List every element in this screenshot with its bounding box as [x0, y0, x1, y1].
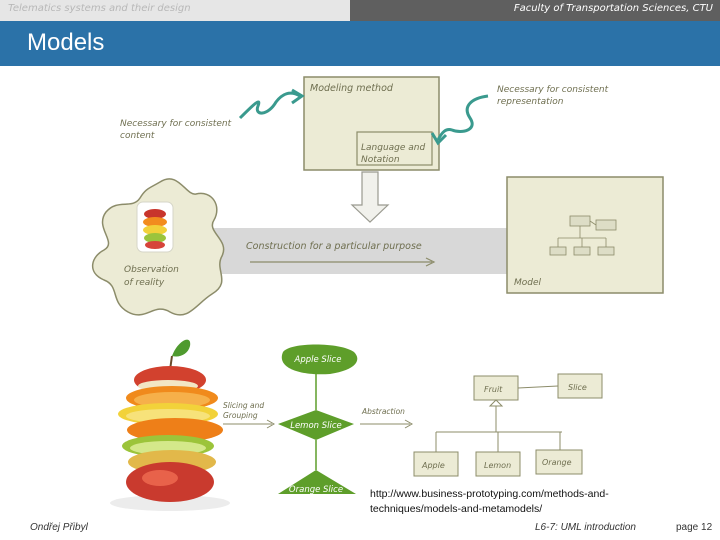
uml-inheritance-triangle — [488, 399, 504, 407]
fruit-shadow — [110, 495, 230, 511]
orange-slice-label: Orange Slice — [289, 485, 343, 495]
necessary-content-label-2: content — [120, 131, 155, 141]
construction-band — [185, 228, 515, 274]
slicing-arrowhead — [266, 419, 276, 429]
mini-slice-2 — [143, 217, 167, 227]
construction-arrowhead — [425, 257, 436, 267]
necessary-representation-label-1: Necessary for consistent — [497, 85, 609, 95]
mini-node-right — [595, 219, 617, 231]
abstraction-arrowhead — [404, 419, 414, 429]
header-right-band: Faculty of Transportation Sciences, CTU — [350, 0, 720, 21]
mini-tree-lines — [557, 220, 607, 247]
faculty-name: Faculty of Transportation Sciences, CTU — [513, 3, 713, 14]
uml-inheritance-lines — [435, 406, 562, 452]
mini-node-l1 — [549, 246, 567, 256]
mini-slice-3 — [143, 225, 167, 235]
mini-node-l2 — [573, 246, 591, 256]
leaf — [172, 339, 191, 357]
mini-slice-1 — [144, 209, 166, 219]
uml-fruit-box — [473, 375, 519, 401]
language-notation-label-2: Notation — [361, 155, 400, 165]
teal-arrowhead-right — [430, 132, 448, 146]
teal-arrowhead-left — [291, 88, 305, 105]
observation-label-2: of reality — [124, 278, 165, 288]
mini-node-top — [569, 215, 591, 227]
apple-bottom-highlight — [142, 470, 178, 486]
necessary-representation-label-2: representation — [497, 97, 564, 107]
uml-association — [517, 385, 559, 389]
uml-lemon-label: Lemon — [484, 461, 511, 470]
abstraction-label: Abstraction — [361, 407, 405, 416]
necessary-content-label-1: Necessary for consistent — [120, 119, 232, 129]
language-notation-box — [356, 131, 433, 166]
uml-slice-label: Slice — [568, 383, 587, 392]
orange-slice-shape — [278, 470, 356, 494]
mini-slice-5 — [145, 241, 165, 249]
title-bar: Models — [0, 21, 720, 66]
modeling-method-label: Modeling method — [310, 83, 394, 94]
slicing-label-2: Grouping — [223, 411, 258, 420]
language-notation-label-1: Language and — [361, 143, 425, 153]
source-link-line-2: techniques/models-and-metamodels/ — [370, 503, 543, 515]
footer-page-number: page 12 — [676, 522, 713, 533]
teal-arrow-left — [238, 91, 301, 120]
teal-arrow-right — [436, 94, 489, 141]
down-arrow — [350, 171, 390, 223]
apple-slice-label: Apple Slice — [294, 355, 342, 365]
construction-label: Construction for a particular purpose — [246, 241, 422, 252]
slide-title: Models — [27, 29, 105, 56]
footer-author: Ondřej Přibyl — [30, 522, 88, 533]
lemon-slice-label: Lemon Slice — [290, 421, 342, 431]
lemon-slice-shape — [278, 410, 354, 440]
mini-slice-4 — [144, 233, 166, 243]
header-left-band: Telematics systems and their design — [0, 0, 350, 21]
uml-apple-box — [413, 451, 459, 477]
slicing-label-1: Slicing and — [223, 401, 264, 410]
model-box — [506, 176, 664, 294]
model-label: Model — [514, 278, 542, 288]
mini-node-l3 — [597, 246, 615, 256]
footer-lecture: L6-7: UML introduction — [535, 522, 636, 533]
uml-lemon-box — [475, 451, 521, 477]
source-link-line-1: http://www.business-prototyping.com/meth… — [370, 488, 609, 500]
course-title: Telematics systems and their design — [8, 3, 191, 14]
source-link[interactable]: http://www.business-prototyping.com/meth… — [370, 487, 609, 517]
apple-slice-shape — [281, 344, 358, 375]
uml-apple-label: Apple — [421, 461, 445, 470]
uml-orange-box — [535, 449, 583, 475]
uml-orange-label: Orange — [542, 458, 572, 467]
uml-fruit-label: Fruit — [484, 385, 503, 394]
observation-label-1: Observation — [124, 265, 179, 275]
